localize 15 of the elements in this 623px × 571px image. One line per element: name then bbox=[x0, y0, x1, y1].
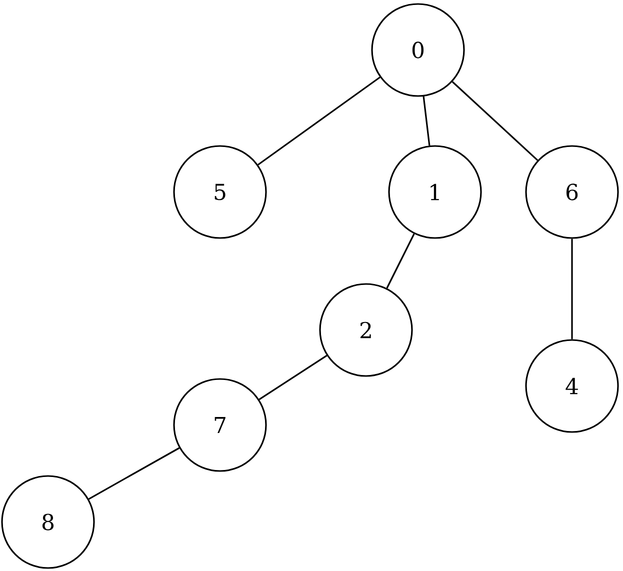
circle-node: 1 bbox=[388, 145, 482, 239]
circle-node: 6 bbox=[525, 145, 619, 239]
tree-edge bbox=[386, 234, 415, 288]
tree-edge bbox=[452, 81, 538, 161]
circle-node: 5 bbox=[173, 145, 267, 239]
circle-node: 2 bbox=[319, 283, 413, 377]
circle-node: 7 bbox=[173, 378, 267, 472]
circle-node: 4 bbox=[525, 339, 619, 433]
tree-edge bbox=[258, 76, 380, 166]
tree-edge bbox=[422, 96, 430, 146]
tree-edge bbox=[258, 354, 328, 400]
circle-node: 8 bbox=[1, 475, 95, 569]
circle-node: 0 bbox=[371, 3, 465, 97]
tree-edge bbox=[88, 447, 180, 500]
tree-edge bbox=[571, 238, 573, 340]
